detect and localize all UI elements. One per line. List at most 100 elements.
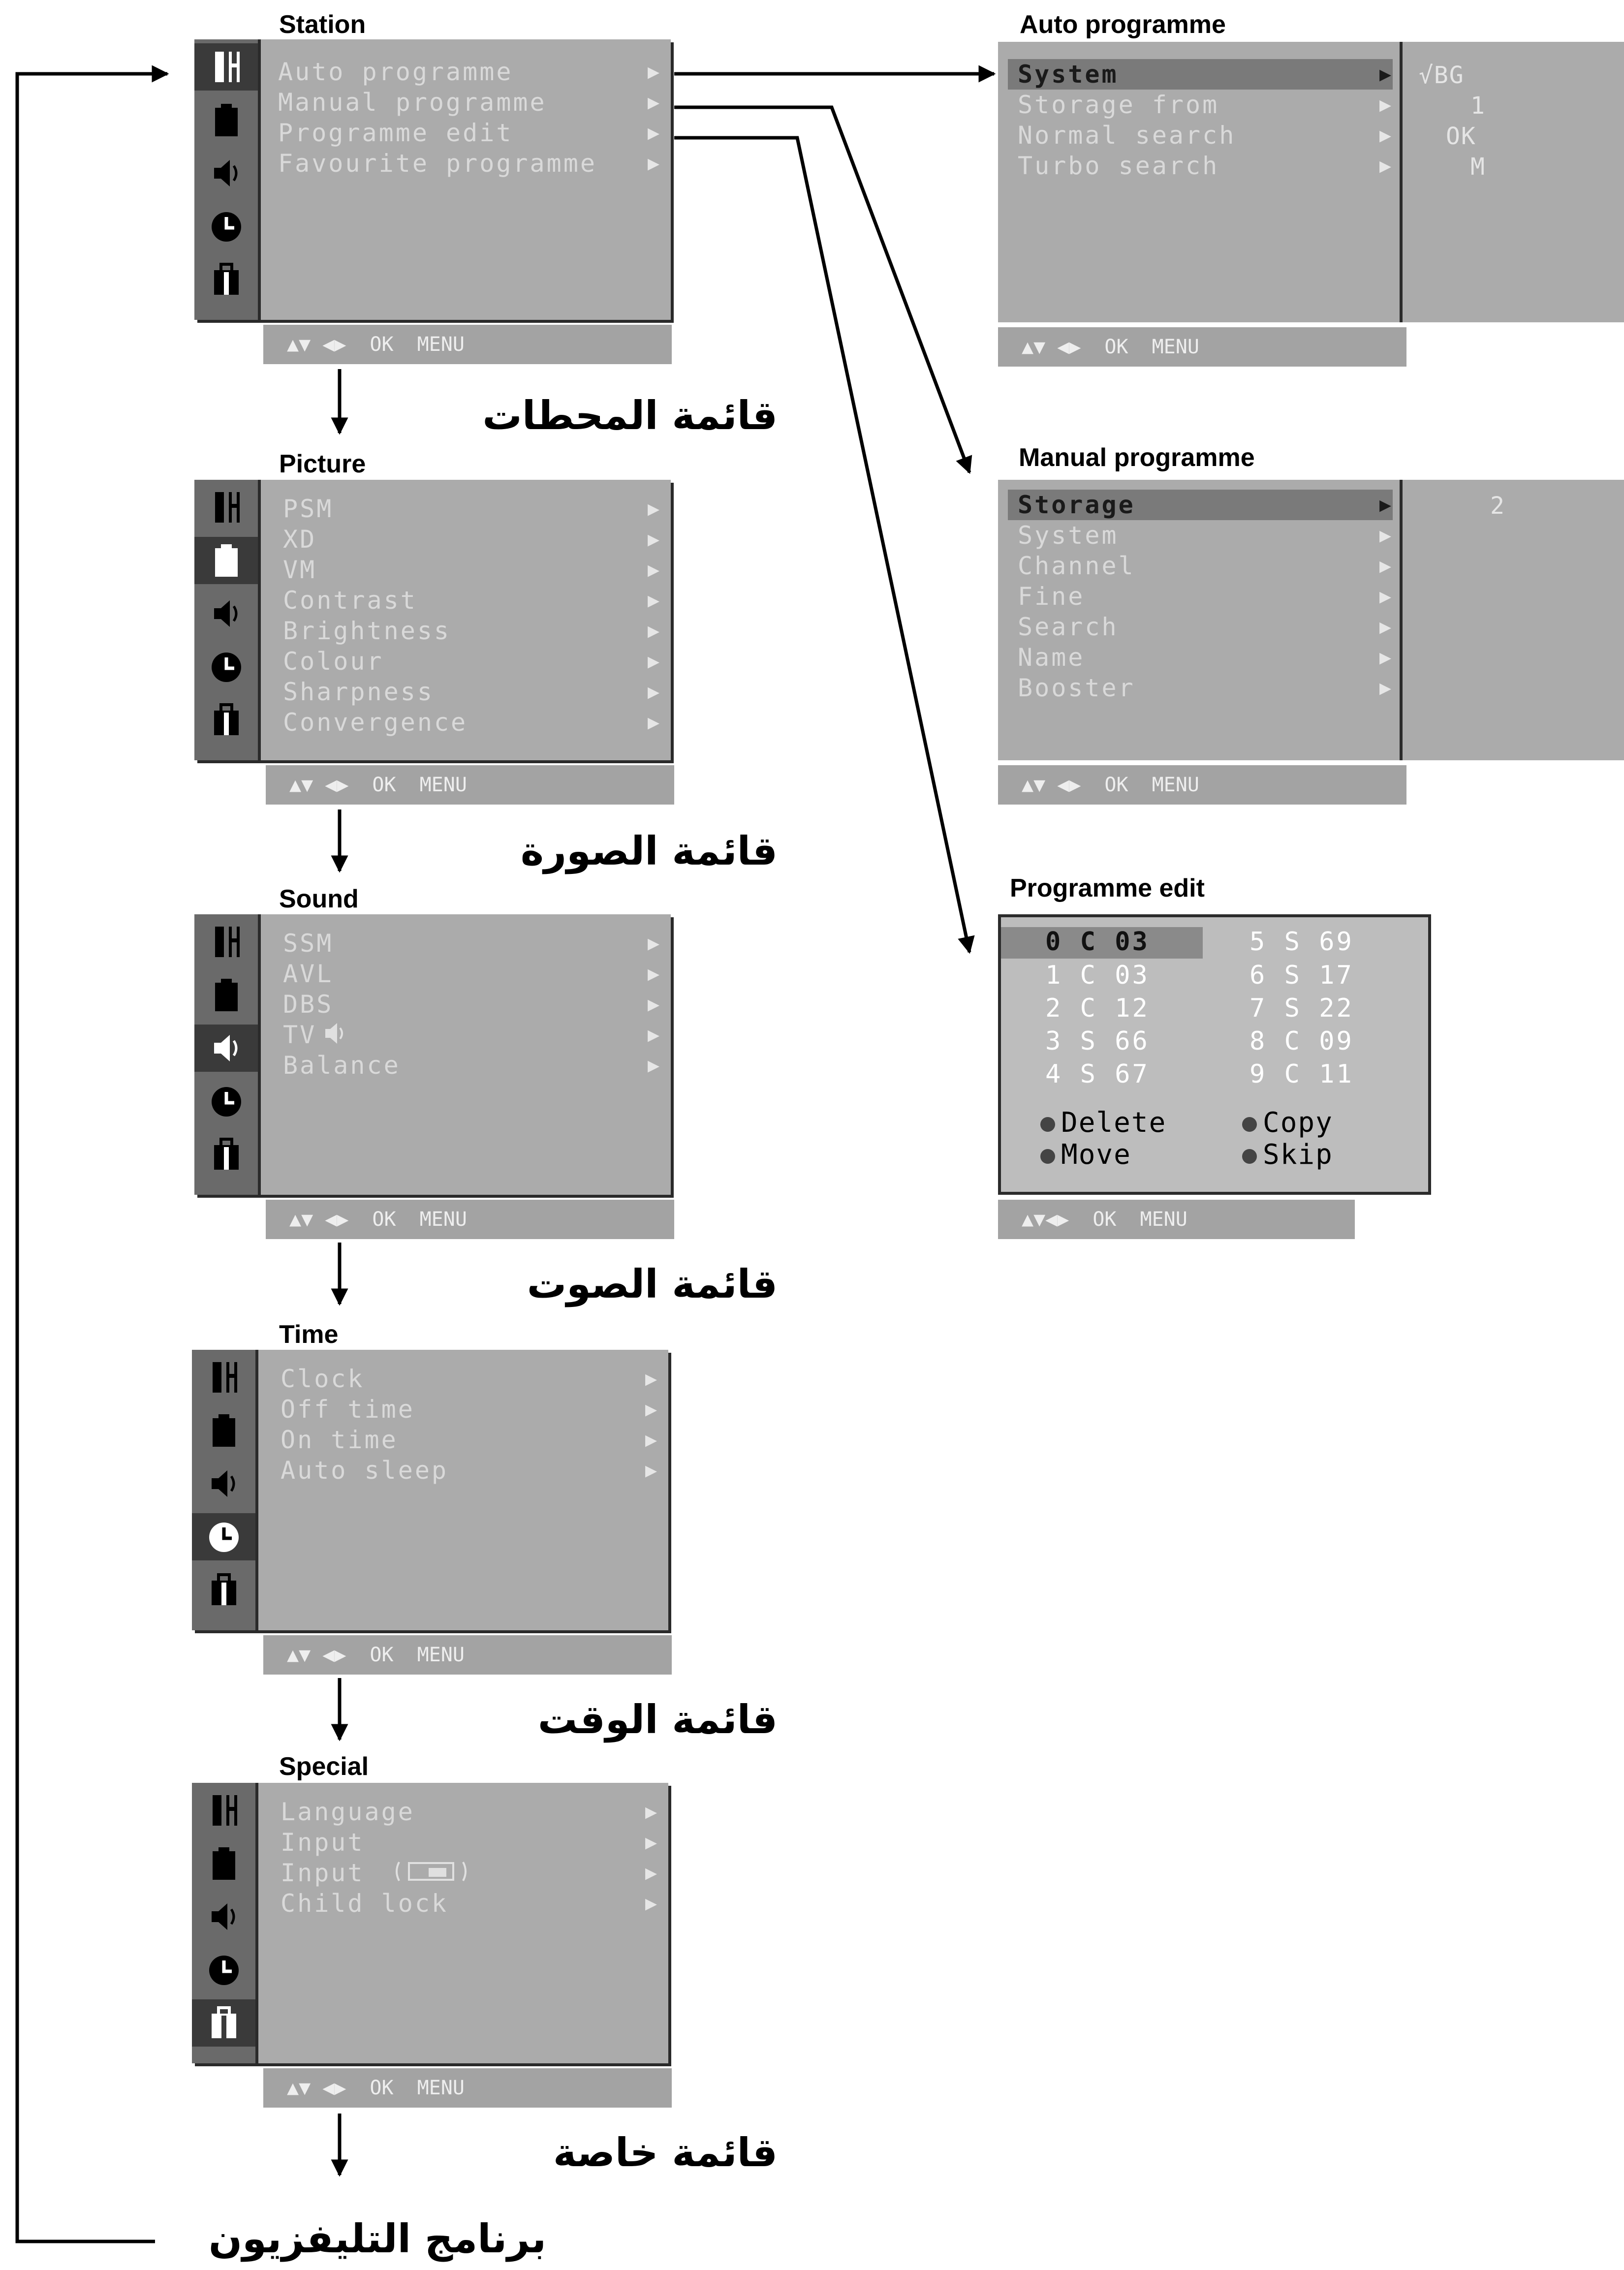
picture-icon[interactable] [192, 1840, 255, 1887]
menu-item-normal-search[interactable]: Normal search▶ [1018, 121, 1392, 150]
picture-icon[interactable] [194, 96, 258, 144]
menu-item-programme-edit[interactable]: Programme edit▶ [278, 119, 660, 147]
nav-menu-hint: MENU [1152, 336, 1199, 358]
clock-icon[interactable] [192, 1513, 255, 1560]
menu-item-avl[interactable]: AVL▶ [283, 960, 660, 988]
station-title: Station [279, 10, 366, 39]
menu-item-ssm[interactable]: SSM▶ [283, 929, 660, 958]
channel-icon[interactable] [192, 1354, 255, 1401]
sound-icon[interactable] [194, 590, 258, 637]
menu-item-auto-programme[interactable]: Auto programme▶ [278, 58, 660, 86]
nav-ok-hint: OK [370, 2077, 394, 2099]
menu-item-colour[interactable]: Colour▶ [283, 647, 660, 676]
nav-menu-hint: MENU [419, 774, 467, 796]
sound-icon[interactable] [194, 1025, 258, 1072]
menu-item-brightness[interactable]: Brightness▶ [283, 617, 660, 645]
manual-programme-items: Storage▶ System▶ Channel▶ Fine▶ Search▶ … [1008, 490, 1393, 703]
nav-menu-hint: MENU [419, 1208, 467, 1231]
special-menu: Language▶ Input▶ Input▶ Child lock▶ [192, 1783, 668, 2063]
menu-item-storage[interactable]: Storage▶ [1008, 490, 1393, 520]
menu-item-child-lock[interactable]: Child lock▶ [281, 1889, 657, 1918]
sound-icon[interactable] [194, 150, 258, 197]
loop-back-line [15, 65, 169, 2243]
programme-row[interactable]: 9 C 11 [1249, 1059, 1354, 1089]
programme-row[interactable]: 1 C 03 [1045, 961, 1150, 990]
menu-item-balance[interactable]: Balance▶ [283, 1051, 660, 1080]
menu-item-language[interactable]: Language▶ [281, 1798, 657, 1826]
menu-item-channel[interactable]: Channel▶ [1018, 552, 1392, 580]
programme-row[interactable]: 5 S 69 [1249, 927, 1354, 957]
menu-item-storage-from[interactable]: Storage from▶ [1018, 91, 1392, 119]
sound-icon[interactable] [192, 1460, 255, 1507]
menu-item-vm[interactable]: VM▶ [283, 556, 660, 584]
menu-item-booster[interactable]: Booster▶ [1018, 674, 1392, 702]
to-programme-edit-line [674, 136, 975, 954]
menu-item-search[interactable]: Search▶ [1018, 613, 1392, 641]
menu-item-auto-sleep[interactable]: Auto sleep▶ [281, 1456, 657, 1485]
menu-sidebar [194, 480, 261, 760]
picture-icon[interactable] [194, 971, 258, 1019]
menu-item-favourite-programme[interactable]: Favourite programme▶ [278, 149, 660, 178]
menu-item-psm[interactable]: PSM▶ [283, 495, 660, 523]
special-icon[interactable] [192, 1566, 255, 1614]
menu-item-turbo-search[interactable]: Turbo search▶ [1018, 152, 1392, 180]
skip-button[interactable]: Skip [1242, 1139, 1333, 1171]
menu-item-off-time[interactable]: Off time▶ [281, 1395, 657, 1424]
clock-icon[interactable] [194, 1078, 258, 1125]
nav-menu-hint: MENU [1140, 1208, 1187, 1231]
channel-icon[interactable] [194, 484, 258, 531]
menu-item-xd[interactable]: XD▶ [283, 525, 660, 554]
menu-item-system[interactable]: System▶ [1008, 59, 1393, 90]
channel-icon[interactable] [194, 918, 258, 965]
menu-item-sharpness[interactable]: Sharpness▶ [283, 678, 660, 706]
picture-icon[interactable] [192, 1407, 255, 1454]
menu-item-input-monitor[interactable]: Input▶ [281, 1858, 658, 1888]
programme-row[interactable]: 7 S 22 [1249, 994, 1354, 1023]
menu-item-input[interactable]: Input▶ [281, 1828, 657, 1857]
programme-row[interactable]: 0 C 03 [1045, 927, 1150, 957]
programme-row[interactable]: 2 C 12 [1045, 994, 1150, 1023]
copy-button[interactable]: Copy [1242, 1107, 1333, 1139]
programme-row[interactable]: 3 S 66 [1045, 1026, 1150, 1056]
menu-item-name[interactable]: Name▶ [1018, 643, 1392, 672]
sound-icon[interactable] [192, 1893, 255, 1940]
menu-item-on-time[interactable]: On time▶ [281, 1426, 657, 1454]
special-icon[interactable] [194, 696, 258, 744]
special-icon[interactable] [194, 1131, 258, 1178]
move-button[interactable]: Move [1040, 1139, 1131, 1171]
clock-icon[interactable] [192, 1946, 255, 1993]
menu-item-convergence[interactable]: Convergence▶ [283, 708, 660, 737]
programme-row[interactable]: 8 C 09 [1249, 1026, 1354, 1056]
nav-menu-hint: MENU [417, 1644, 465, 1666]
menu-item-dbs[interactable]: DBS▶ [283, 990, 660, 1019]
clock-icon[interactable] [194, 643, 258, 690]
turbo-search-value: M [1470, 153, 1486, 181]
clock-icon[interactable] [194, 203, 258, 250]
station-arabic-caption: قائمة المحطات [482, 393, 778, 438]
channel-icon[interactable] [192, 1787, 255, 1834]
programme-row-highlight[interactable] [1001, 927, 1203, 959]
picture-icon[interactable] [194, 537, 258, 584]
programme-row[interactable]: 4 S 67 [1045, 1059, 1150, 1089]
nav-arrows-hint: ▲▼ ◀▶ [289, 1208, 349, 1231]
storage-value: 2 [1490, 492, 1505, 520]
red-dot-icon [1040, 1117, 1055, 1132]
channel-icon[interactable] [194, 43, 258, 91]
menu-item-contrast[interactable]: Contrast▶ [283, 586, 660, 615]
menu-item-manual-programme[interactable]: Manual programme▶ [278, 88, 660, 117]
menu-item-tv[interactable]: TV▶ [283, 1020, 661, 1050]
nav-arrows-hint: ▲▼ ◀▶ [287, 333, 346, 356]
special-icon[interactable] [194, 256, 258, 303]
special-items: Language▶ Input▶ Input▶ Child lock▶ [281, 1797, 658, 1919]
menu-item-system[interactable]: System▶ [1018, 521, 1392, 550]
time-arabic-caption: قائمة الوقت [537, 1697, 778, 1742]
nav-arrows-hint: ▲▼ ◀▶ [287, 1644, 346, 1666]
special-icon[interactable] [192, 1999, 255, 2047]
delete-button[interactable]: Delete [1040, 1107, 1166, 1139]
programme-row[interactable]: 6 S 17 [1249, 961, 1354, 990]
menu-item-clock[interactable]: Clock▶ [281, 1365, 657, 1393]
menu-item-fine[interactable]: Fine▶ [1018, 582, 1392, 611]
